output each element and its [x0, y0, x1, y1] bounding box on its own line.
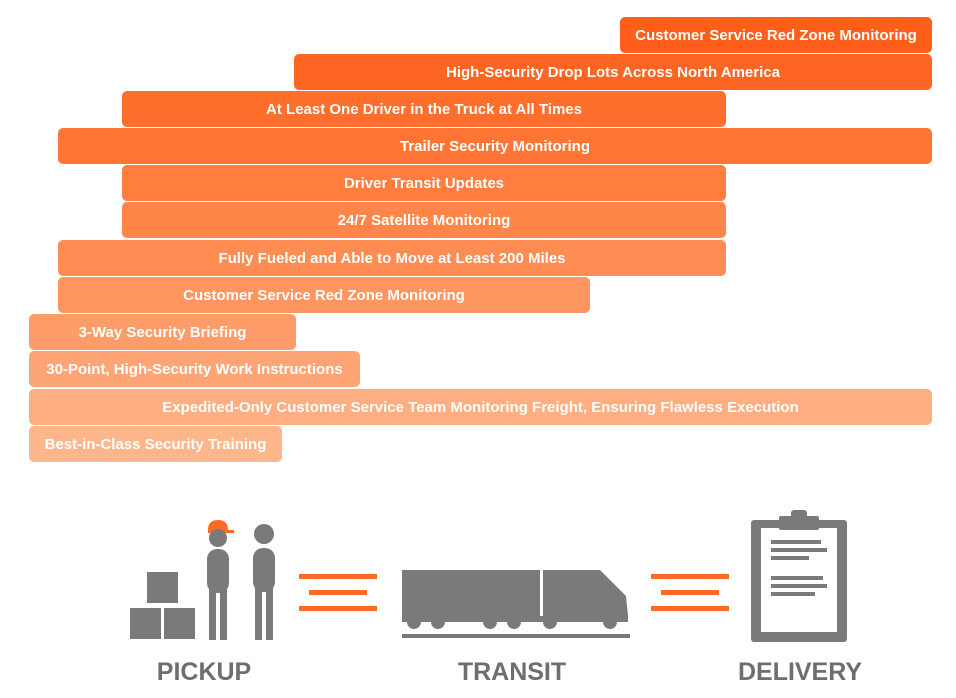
- person-icon: [253, 524, 275, 640]
- clipboard-icon: [751, 510, 847, 642]
- security-bar-label: High-Security Drop Lots Across North Ame…: [446, 63, 780, 81]
- security-bar-driver-in-truck: At Least One Driver in the Truck at All …: [122, 91, 726, 127]
- stage-label-pickup: PICKUP: [156, 658, 252, 686]
- security-bar-trailer-monitoring: Trailer Security Monitoring: [58, 128, 932, 164]
- security-bar-driver-updates: Driver Transit Updates: [122, 165, 726, 201]
- security-bar-fully-fueled: Fully Fueled and Able to Move at Least 2…: [58, 240, 726, 276]
- security-bar-label: Trailer Security Monitoring: [399, 137, 591, 155]
- security-bar-label: Customer Service Red Zone Monitoring: [635, 26, 917, 44]
- security-bar-label: 30-Point, High-Security Work Instruction…: [46, 360, 343, 378]
- stage-label-delivery: DELIVERY: [737, 658, 863, 686]
- security-bar-label: Best-in-Class Security Training: [44, 435, 267, 453]
- stage-label-transit: TRANSIT: [457, 658, 567, 686]
- security-bar-label: At Least One Driver in the Truck at All …: [266, 100, 582, 118]
- semi-truck-icon: [402, 570, 630, 638]
- security-bar-work-instructions: 30-Point, High-Security Work Instruction…: [29, 351, 360, 387]
- triple-line-icon: [299, 574, 377, 611]
- security-bar-label: Fully Fueled and Able to Move at Least 2…: [218, 249, 566, 267]
- security-bar-training: Best-in-Class Security Training: [29, 426, 282, 462]
- security-bar-drop-lots: High-Security Drop Lots Across North Ame…: [294, 54, 932, 90]
- security-bar-briefing: 3-Way Security Briefing: [29, 314, 296, 350]
- security-bar-expedited-team: Expedited-Only Customer Service Team Mon…: [29, 389, 932, 425]
- boxes-icon: [130, 572, 195, 639]
- person-with-cap-icon: [207, 520, 234, 640]
- triple-line-icon: [651, 574, 729, 611]
- security-bar-satellite: 24/7 Satellite Monitoring: [122, 202, 726, 238]
- security-bar-label: 3-Way Security Briefing: [78, 323, 247, 341]
- security-bar-red-zone-lower: Customer Service Red Zone Monitoring: [58, 277, 590, 313]
- security-bar-label: Driver Transit Updates: [343, 174, 505, 192]
- security-bar-red-zone-top: Customer Service Red Zone Monitoring: [620, 17, 932, 53]
- security-bar-label: 24/7 Satellite Monitoring: [337, 211, 511, 229]
- security-bar-label: Customer Service Red Zone Monitoring: [183, 286, 465, 304]
- security-bar-label: Expedited-Only Customer Service Team Mon…: [162, 398, 799, 416]
